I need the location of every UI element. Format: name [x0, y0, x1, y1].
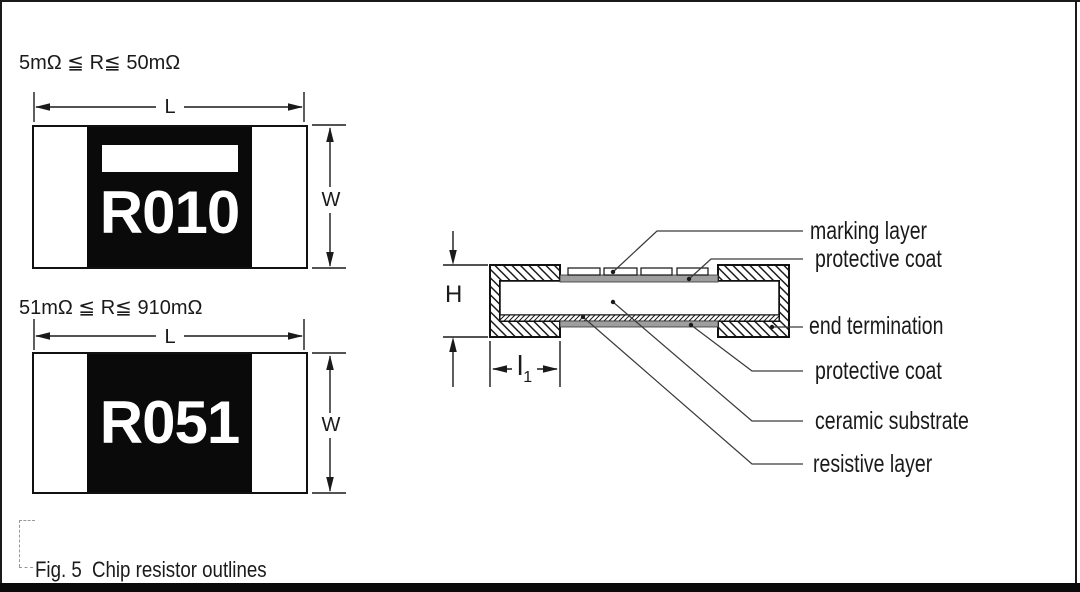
inner-length-dim-label: l1 [517, 350, 532, 386]
resistor-marking-code: R051 [99, 389, 240, 456]
caption-bracket-bottom [19, 567, 33, 568]
protective-coat-bottom-shape [559, 320, 719, 328]
marking-layer-segments [567, 267, 709, 276]
end-termination-right [717, 264, 790, 338]
resistor-top-view-r010: R010 [32, 125, 308, 269]
label-resistive-layer: resistive layer [813, 450, 933, 478]
end-termination-left [489, 264, 561, 338]
leader-protective-coat-bottom [690, 324, 803, 372]
leader-marking-layer [612, 230, 803, 273]
resistive-layer-shape [499, 314, 780, 322]
figure-caption-title: Chip resistor outlines [92, 557, 267, 582]
length-dim-label-1: L [164, 96, 176, 118]
caption-bracket-vertical [19, 520, 20, 567]
height-dim-label: H [445, 281, 463, 308]
label-end-termination: end termination [809, 312, 944, 340]
leader-protective-coat-top [688, 258, 803, 280]
label-ceramic-substrate: ceramic substrate [815, 407, 969, 435]
cross-section-height-dimension [443, 231, 488, 387]
label-protective-coat-bottom: protective coat [815, 357, 942, 385]
figure-caption-number: Fig. 5 [35, 557, 82, 582]
frame-bottom-bar [0, 583, 1080, 592]
resistance-range-label-1: 5mΩ ≦ R≦ 50mΩ [19, 52, 181, 74]
leader-ceramic-substrate [612, 301, 803, 422]
resistor-black-body [87, 354, 252, 492]
width-dim-label-1: W [321, 189, 341, 211]
frame-border-top [0, 0, 1080, 2]
length-dim-label-2: L [164, 326, 176, 348]
resistor-marking-code: R010 [99, 179, 240, 246]
leader-resistive-layer [582, 316, 803, 465]
blank-marking-stripe [102, 145, 238, 172]
resistor-top-view-r051: R051 [32, 352, 308, 494]
protective-coat-top-shape [559, 274, 719, 283]
width-dim-label-2: W [321, 414, 341, 436]
caption-bracket-top [19, 520, 35, 521]
frame-border-right [1075, 0, 1077, 592]
cross-section-drawing [489, 264, 790, 338]
ceramic-substrate-shape [499, 280, 780, 316]
inner-length-dim-main: l [517, 350, 524, 381]
inner-length-dim-subscript: 1 [523, 369, 533, 386]
layer-leader-lines [582, 230, 803, 465]
frame-border-left [0, 0, 2, 592]
label-marking-layer: marking layer [810, 217, 928, 245]
resistance-range-label-2: 51mΩ ≦ R≦ 910mΩ [19, 297, 203, 319]
leader-dots [580, 269, 775, 330]
label-protective-coat-top: protective coat [815, 245, 942, 273]
